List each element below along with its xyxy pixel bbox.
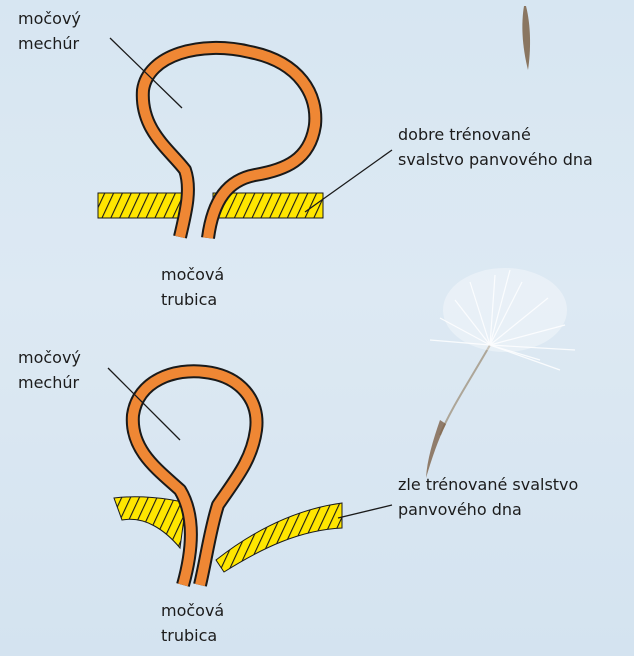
pelvic-floor-muscle-left-sagging xyxy=(114,497,186,548)
pelvic-floor-muscle-right-sagging xyxy=(216,503,342,572)
bladder-label-bottom: močový mechúr xyxy=(18,345,81,395)
muscle-pointer-line-bottom xyxy=(338,505,392,518)
bladder-label-top: močový mechúr xyxy=(18,6,81,56)
top-diagram xyxy=(98,38,392,238)
dandelion-seed-fluffy xyxy=(426,268,575,478)
dandelion-seed-top xyxy=(522,6,530,70)
bottom-diagram xyxy=(108,368,392,585)
urethra-label-bottom: močová trubica xyxy=(161,598,224,648)
muscle-label-bottom: zle trénované svalstvo panvového dna xyxy=(398,472,578,522)
pelvic-floor-muscle-left xyxy=(98,193,184,218)
muscle-pointer-line xyxy=(305,150,392,212)
muscle-label-top: dobre trénované svalstvo panvového dna xyxy=(398,122,593,172)
urethra-label-top: močová trubica xyxy=(161,262,224,312)
